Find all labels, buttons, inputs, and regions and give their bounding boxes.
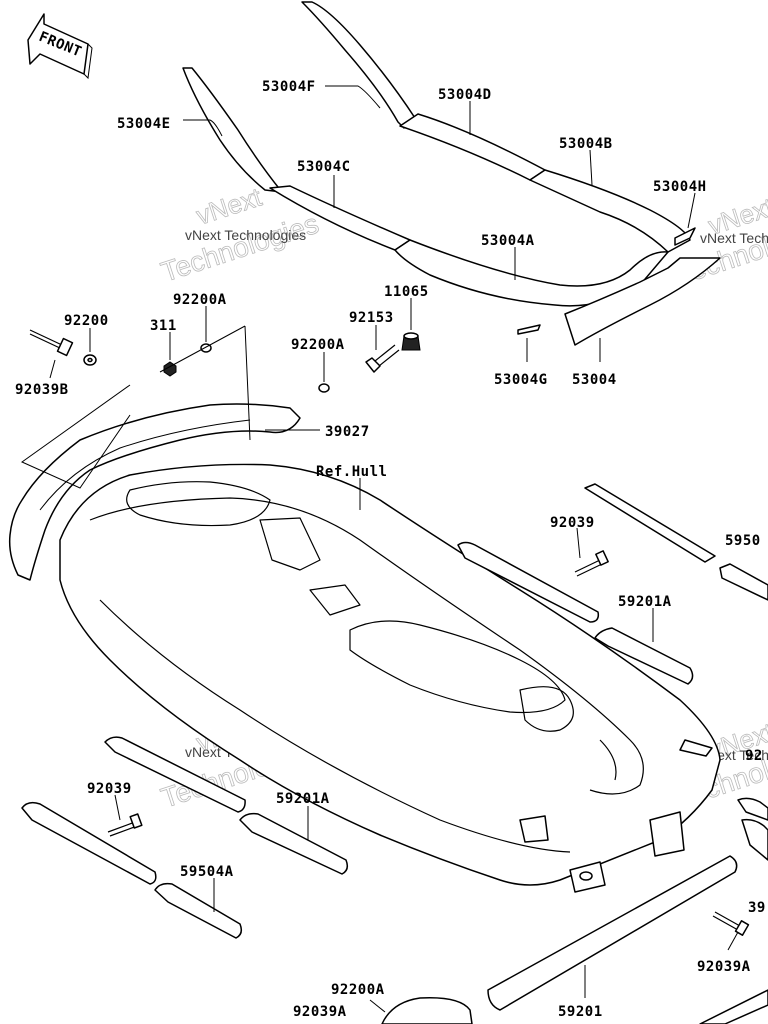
watermark-caption: vNext Technologies: [700, 230, 768, 246]
bolt-92039a-right: [712, 911, 750, 936]
callout-53004b: 53004B: [559, 136, 613, 152]
callout-53004g: 53004G: [494, 372, 548, 388]
rail-left-lower: [21, 801, 157, 885]
callout-92039-left: 92039: [87, 781, 132, 797]
callout-53004f: 53004F: [262, 79, 316, 95]
rail-5950-right-edge: [719, 563, 768, 601]
callout-92039-right: 92039: [550, 515, 595, 531]
callout-53004: 53004: [572, 372, 617, 388]
bottom-part-partial: [381, 997, 473, 1024]
bolt-92039b: [29, 329, 74, 357]
washer-92200: [83, 354, 97, 366]
bolt-92039-left: [107, 813, 143, 837]
callout-92200a-bottom: 92200A: [331, 982, 385, 998]
strip-59201a-right: [594, 627, 694, 685]
rail-upper-right-long: [457, 541, 600, 623]
callout-92153: 92153: [349, 310, 394, 326]
rail-right-edge-lower: [699, 797, 768, 1024]
callout-labels: 53004F 53004D 53004E 53004B 53004C 53004…: [15, 79, 766, 1020]
callout-53004h: 53004H: [653, 179, 707, 195]
watermark-brand: vNext: [193, 181, 266, 230]
bolt-92039-right: [574, 550, 609, 577]
strip-59504a: [154, 882, 243, 939]
callout-92039a-right: 92039A: [697, 959, 751, 975]
rail-59504-right-upper: [584, 483, 716, 563]
side-cover-39027: [8, 403, 301, 581]
callout-59201a-right: 59201A: [618, 594, 672, 610]
callout-53004e: 53004E: [117, 116, 171, 132]
callout-5950-edge: 5950: [725, 533, 761, 549]
callout-92200a-mid: 92200A: [291, 337, 345, 353]
watermark-brand: Technologies: [157, 208, 322, 288]
callout-53004c: 53004C: [297, 159, 351, 175]
rail-59201-lower-right: [487, 855, 738, 1011]
callout-92039a-bottom: 92039A: [293, 1004, 347, 1020]
grommet-11065: [401, 332, 421, 351]
callout-59504a: 59504A: [180, 864, 234, 880]
strip-59201a-left: [239, 812, 349, 875]
bolt-92153: [365, 344, 400, 373]
callout-59201: 59201: [558, 1004, 603, 1020]
callout-11065: 11065: [384, 284, 429, 300]
leader-lines: [20, 85, 739, 1013]
mat-53004d: [399, 113, 546, 181]
callout-53004a: 53004A: [481, 233, 535, 249]
callout-92200: 92200: [64, 313, 109, 329]
callout-92-edge: 92: [745, 748, 763, 764]
mat-53004-rear: [564, 257, 721, 346]
callout-311: 311: [150, 318, 177, 334]
callout-92039b: 92039B: [15, 382, 69, 398]
callout-39027: 39027: [325, 424, 370, 440]
watermark-caption: vNext Technologies: [185, 227, 306, 243]
callout-53004d: 53004D: [438, 87, 492, 103]
mat-53004a: [394, 239, 669, 307]
mat-53004f: [301, 1, 416, 129]
callout-ref-hull: Ref.Hull: [316, 464, 387, 480]
callout-59201a-left: 59201A: [276, 791, 330, 807]
hull: [59, 463, 721, 893]
mat-53004g: [517, 324, 541, 335]
mat-53004h: [674, 227, 696, 246]
callout-39-edge: 39: [748, 900, 766, 916]
rail-left-upper: [104, 736, 246, 813]
callout-92200a-top: 92200A: [173, 292, 227, 308]
front-direction-arrow: FRONT: [27, 13, 93, 80]
washer-92200a-mid: [318, 383, 330, 393]
mat-53004b: [529, 169, 691, 253]
